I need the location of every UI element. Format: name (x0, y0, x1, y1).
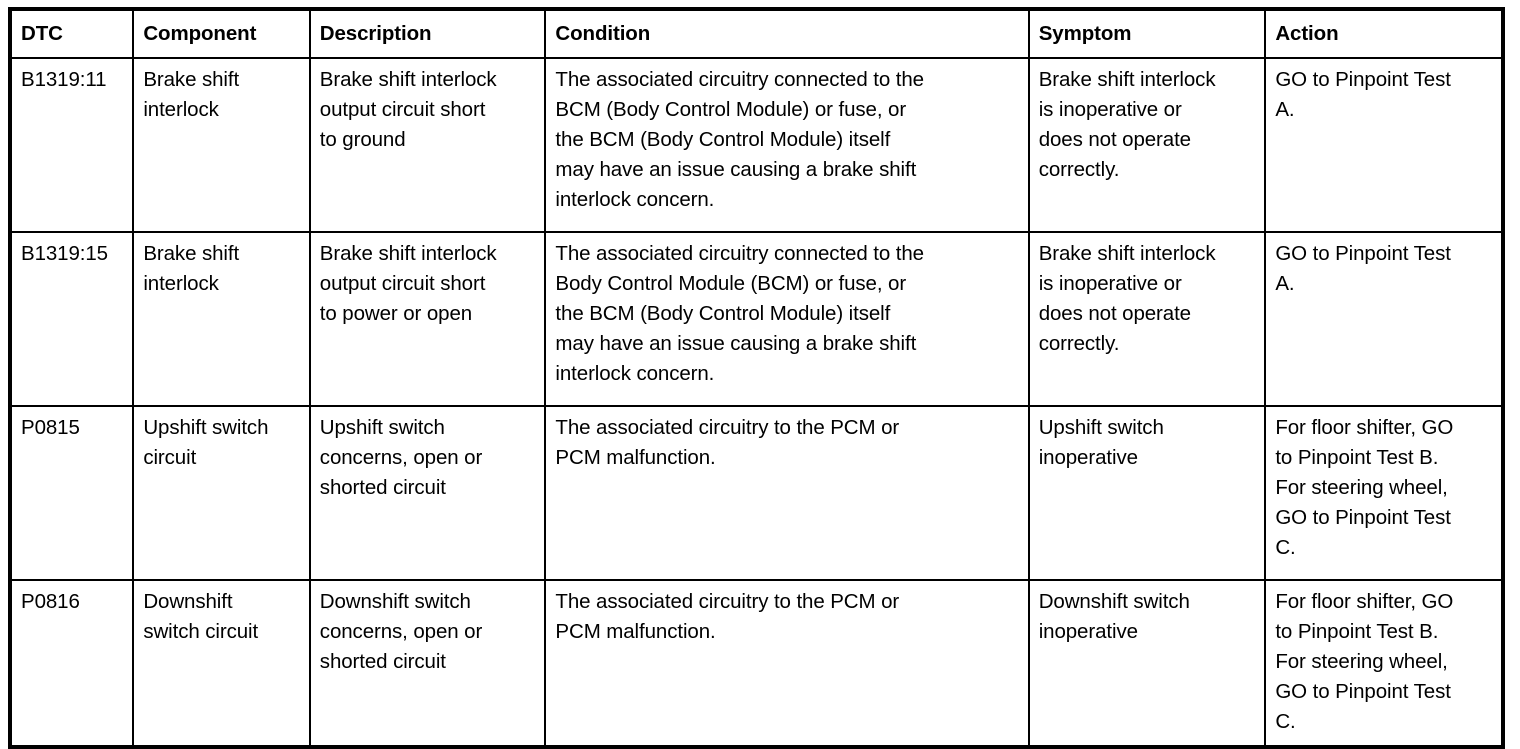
table-row: P0816 Downshift switch circuit Downshift… (8, 579, 1504, 748)
cell-condition: The associated circuitry to the PCM or P… (544, 579, 1030, 748)
description-text: Brake shift interlock output circuit sho… (319, 68, 497, 151)
cell-symptom: Downshift switch inoperative (1027, 579, 1267, 748)
component-text: Brake shift interlock (143, 68, 240, 121)
cell-action: GO to Pinpoint Test A. (1264, 57, 1504, 233)
column-header-description: Description (308, 8, 547, 59)
cell-dtc: B1319:11 (8, 57, 135, 233)
cell-description: Upshift switch concerns, open or shorted… (308, 405, 547, 581)
cell-dtc: P0816 (8, 579, 135, 748)
condition-text: The associated circuitry to the PCM or P… (555, 416, 900, 469)
column-header-condition: Condition (544, 8, 1030, 59)
cell-component: Brake shift interlock (132, 57, 311, 233)
description-text: Brake shift interlock output circuit sho… (319, 242, 497, 325)
symptom-text: Brake shift interlock is inoperative or … (1038, 242, 1216, 355)
symptom-text: Upshift switch inoperative (1038, 416, 1164, 469)
cell-condition: The associated circuitry connected to th… (544, 57, 1030, 233)
cell-component: Brake shift interlock (132, 231, 311, 407)
table-header-row: DTC Component Description Condition Symp… (8, 8, 1504, 59)
cell-action: For floor shifter, GO to Pinpoint Test B… (1264, 579, 1504, 748)
cell-condition: The associated circuitry to the PCM or P… (544, 405, 1030, 581)
table-row: P0815 Upshift switch circuit Upshift swi… (8, 405, 1504, 581)
table-header: DTC Component Description Condition Symp… (8, 8, 1504, 59)
action-text: For floor shifter, GO to Pinpoint Test B… (1275, 590, 1454, 733)
cell-description: Downshift switch concerns, open or short… (308, 579, 547, 748)
component-text: Upshift switch circuit (143, 416, 269, 469)
column-header-symptom-label: Symptom (1038, 22, 1132, 45)
dtc-code: B1319:11 (21, 68, 107, 91)
dtc-code: P0816 (21, 590, 80, 613)
condition-text: The associated circuitry to the PCM or P… (555, 590, 900, 643)
dtc-code: B1319:15 (21, 242, 108, 265)
page-root: DTC Component Description Condition Symp… (8, 7, 1505, 749)
cell-component: Downshift switch circuit (132, 579, 311, 748)
cell-symptom: Upshift switch inoperative (1027, 405, 1267, 581)
table-row: B1319:15 Brake shift interlock Brake shi… (8, 231, 1504, 407)
cell-symptom: Brake shift interlock is inoperative or … (1027, 57, 1267, 233)
cell-dtc: P0815 (8, 405, 135, 581)
cell-description: Brake shift interlock output circuit sho… (308, 57, 547, 233)
cell-dtc: B1319:15 (8, 231, 135, 407)
column-header-symptom: Symptom (1027, 8, 1267, 59)
dtc-table: DTC Component Description Condition Symp… (8, 7, 1505, 749)
condition-text: The associated circuitry connected to th… (555, 242, 924, 385)
column-header-component: Component (132, 8, 311, 59)
symptom-text: Brake shift interlock is inoperative or … (1038, 68, 1216, 181)
dtc-code: P0815 (21, 416, 80, 439)
cell-condition: The associated circuitry connected to th… (544, 231, 1030, 407)
column-header-action: Action (1264, 8, 1504, 59)
description-text: Upshift switch concerns, open or shorted… (319, 416, 483, 499)
column-header-condition-label: Condition (555, 22, 651, 45)
symptom-text: Downshift switch inoperative (1038, 590, 1190, 643)
column-header-dtc: DTC (8, 8, 135, 59)
cell-description: Brake shift interlock output circuit sho… (308, 231, 547, 407)
cell-action: GO to Pinpoint Test A. (1264, 231, 1504, 407)
column-header-action-label: Action (1275, 22, 1339, 45)
description-text: Downshift switch concerns, open or short… (319, 590, 483, 673)
table-body: B1319:11 Brake shift interlock Brake shi… (8, 57, 1504, 748)
table-row: B1319:11 Brake shift interlock Brake shi… (8, 57, 1504, 233)
action-text: GO to Pinpoint Test A. (1275, 68, 1451, 121)
component-text: Downshift switch circuit (143, 590, 259, 643)
column-header-component-label: Component (143, 22, 257, 45)
cell-component: Upshift switch circuit (132, 405, 311, 581)
column-header-description-label: Description (319, 22, 432, 45)
condition-text: The associated circuitry connected to th… (555, 68, 924, 211)
component-text: Brake shift interlock (143, 242, 240, 295)
cell-action: For floor shifter, GO to Pinpoint Test B… (1264, 405, 1504, 581)
cell-symptom: Brake shift interlock is inoperative or … (1027, 231, 1267, 407)
column-header-dtc-label: DTC (21, 22, 63, 45)
action-text: For floor shifter, GO to Pinpoint Test B… (1275, 416, 1454, 559)
action-text: GO to Pinpoint Test A. (1275, 242, 1451, 295)
